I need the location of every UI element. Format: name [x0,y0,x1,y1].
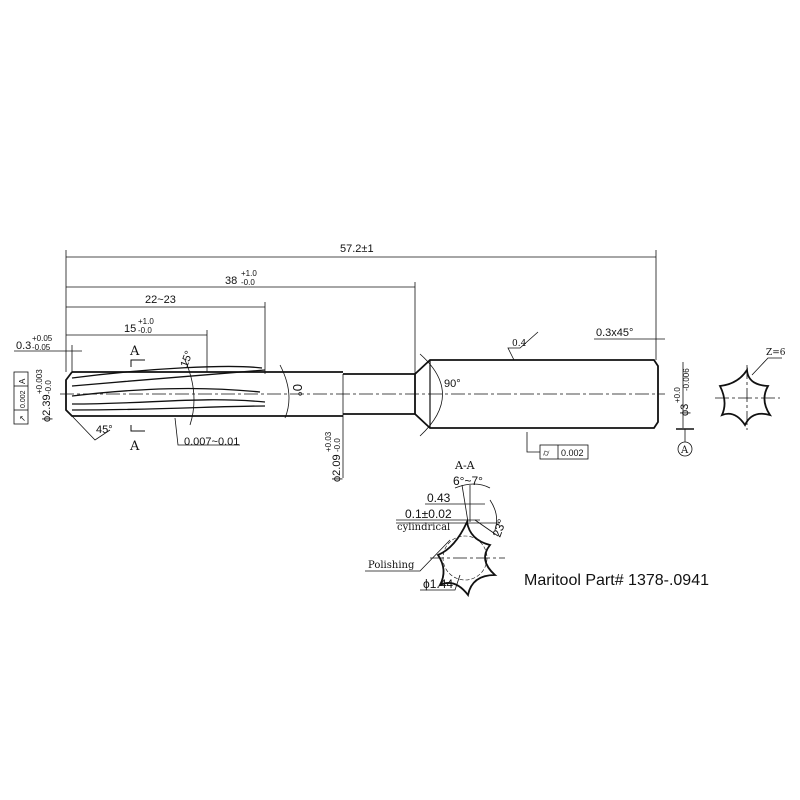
dim-15: 15 [124,323,136,335]
section-markers: A A [129,344,140,454]
rake-angle: 6°~7° [453,474,483,488]
section-title: A-A [454,459,476,472]
datum-a: A [676,428,694,457]
dim-15-tol-up: +1.0 [138,317,154,326]
dim-tip-chamfer-dn: -0.05 [32,343,51,352]
dimension-lines [14,256,684,478]
cylindricity-frame: ⌭ 0.002 [526,432,589,460]
roughness-symbol: 0.4 [507,331,539,361]
land-width: 0.43 [427,491,451,505]
extension-lines [65,250,657,374]
section-view: A-A 6°~7° 0.43 0.1±0.02 23° ϕ1.44 cylind… [365,459,509,598]
datum-label: A [680,445,689,456]
dim-tip-chamfer-up: +0.05 [32,334,53,343]
dim-tip-dia-up: +0.003 [35,369,44,394]
cylindricity-icon: ⌭ [543,449,550,459]
tool-outline [60,353,665,446]
dim-tip-angle: 45° [96,424,113,436]
dim-shank-dia-up: +0.0 [673,387,682,403]
dim-neck-dia-dn: -0.0 [333,438,342,452]
dim-shank-diameter: ϕ3 [679,404,691,416]
dim-tip-dia-dn: -0.0 [44,380,53,394]
runout-value: 0.002 [20,390,27,408]
dim-tip-chamfer: 0.3 [16,340,31,352]
section-arrows [130,359,145,432]
end-view: Z=6 [715,348,786,430]
section-mark-bottom: A [129,439,140,454]
relief-angle: 23° [490,517,509,539]
runout-datum: A [18,378,27,384]
section-mark-top: A [129,344,140,359]
dimension-texts: 57.2±1 38 +1.0 -0.0 22~23 15 +1.0 -0.0 0… [16,243,691,482]
dim-overall: 57.2±1 [340,243,374,255]
core-diameter: ϕ1.44 [423,577,453,591]
dim-shank-chamfer: 0.3x45° [596,327,633,339]
dim-tip-diameter: ϕ2.39 [41,394,53,422]
cylindricity-value: 0.002 [561,448,584,458]
dim-neck-diameter: ϕ2.09 [331,454,343,482]
runout-frame: A 0.002 ↗ [13,371,29,425]
dim-neck-dia-up: +0.03 [324,431,333,452]
roughness-value: 0.4 [512,339,527,349]
dim-back-taper: 0.007~0.01 [184,436,239,448]
runout-icon: ↗ [18,415,27,422]
dim-helix: 15° [179,349,196,369]
dim-38-tol-dn: -0.0 [241,278,255,287]
dim-body-angle: 90° [444,378,461,390]
margin-width: 0.1±0.02 [405,507,452,521]
polishing-label: Polishing [368,560,415,571]
dim-shank-dia-dn: -0.006 [682,368,691,391]
dim-15-tol-dn: -0.0 [138,326,152,335]
dim-38-tol-up: +1.0 [241,269,257,278]
part-number-caption: Maritool Part# 1378-.0941 [524,572,709,589]
flute-count: Z=6 [766,348,786,358]
dim-neck-angle: 0° [290,384,305,396]
dim-38: 38 [225,275,237,287]
dim-flute: 22~23 [145,294,176,306]
cylindrical-label: cylindrical [397,522,450,533]
